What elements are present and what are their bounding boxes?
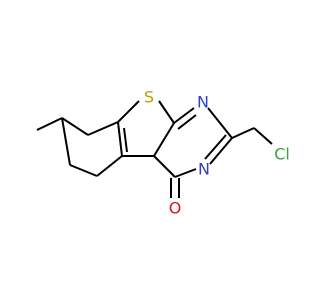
bond-ch2-cl bbox=[253, 127, 273, 145]
bond-ring-c bbox=[117, 121, 123, 157]
bond-ring-b bbox=[87, 121, 119, 136]
molecule-diagram: S N N Cl O bbox=[36, 88, 290, 218]
bond-ring-d bbox=[96, 155, 123, 177]
bond-pyr-c-n bbox=[173, 107, 195, 124]
bond-thio-s-c bbox=[158, 100, 175, 124]
bond-ch2 bbox=[231, 127, 255, 139]
bond-pyr-c-n2-double bbox=[204, 134, 227, 160]
atom-nitrogen-top: N bbox=[197, 93, 209, 112]
atom-chlorine: Cl bbox=[274, 145, 290, 164]
atom-sulfur: S bbox=[144, 88, 154, 107]
atom-oxygen: O bbox=[169, 199, 182, 218]
bond-pyr-c-n-double bbox=[177, 114, 197, 130]
molecule-structure: S N N Cl O bbox=[36, 88, 290, 218]
bond-ring-f bbox=[61, 117, 71, 166]
atom-nitrogen-bottom: N bbox=[198, 160, 210, 179]
bond-pyr-c-c bbox=[153, 155, 176, 178]
bond-thio-c-s bbox=[117, 100, 140, 123]
bond-ring-a bbox=[61, 117, 89, 136]
bond-pyr-n-c2 bbox=[174, 168, 197, 178]
bond-methyl bbox=[36, 117, 63, 131]
bond-pyr-c-n2 bbox=[209, 137, 233, 165]
bonds bbox=[36, 100, 273, 198]
bond-pyr-n-c bbox=[207, 107, 233, 139]
bond-thio-c-c bbox=[153, 122, 175, 157]
bond-ring-e bbox=[69, 164, 98, 177]
bond-ring-c-double bbox=[123, 127, 128, 153]
atom-labels: S N N Cl O bbox=[144, 88, 290, 218]
